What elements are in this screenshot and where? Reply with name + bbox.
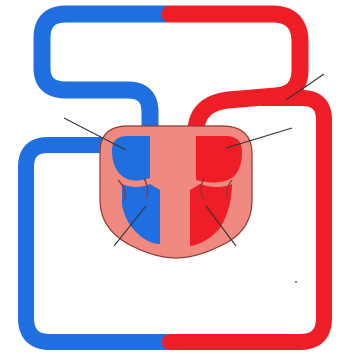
heart [100,126,252,258]
septum [160,150,190,248]
stray-mark [295,281,297,283]
